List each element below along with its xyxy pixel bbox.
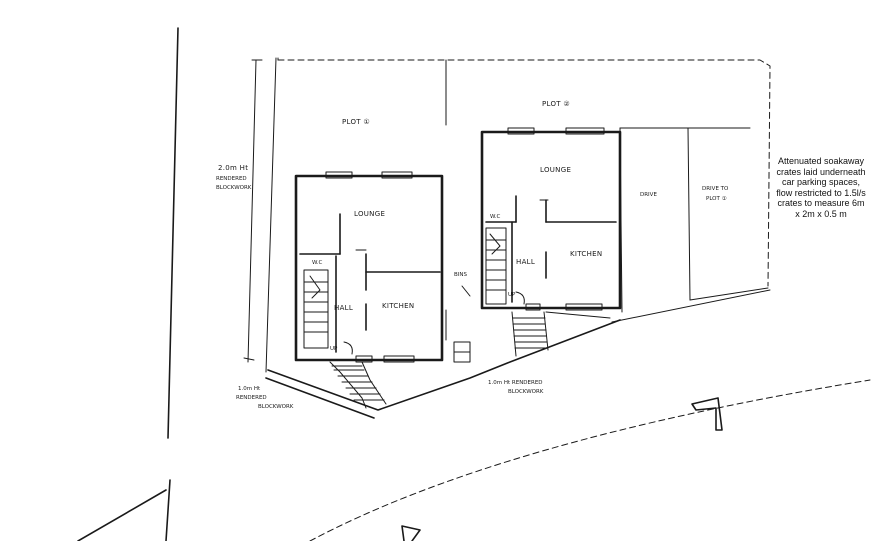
house-plot-2 — [480, 127, 622, 357]
wc-1-label: W.C — [312, 260, 323, 266]
drive-to-plot-1-label-line1: DRIVE TO — [702, 186, 729, 192]
stairs-plot-2 — [485, 227, 507, 305]
note-line: flow restricted to 1.5l/s — [776, 187, 866, 198]
lounge-1-label: LOUNGE — [354, 210, 385, 218]
site-boundary-dashed — [277, 57, 771, 287]
drive-to-plot-1-label-line2: PLOT ① — [706, 196, 727, 202]
lounge-2-label: LOUNGE — [540, 166, 571, 174]
bin-store — [453, 285, 471, 363]
note-line: car parking spaces, — [781, 177, 861, 188]
note-line: crates laid underneath — [776, 166, 866, 177]
plot-1-label: PLOT ① — [342, 118, 370, 126]
kitchen-2-label: KITCHEN — [570, 250, 602, 258]
front-wall-material-label-1: RENDERED — [236, 395, 267, 401]
left-wall-material-label-1: RENDERED — [216, 176, 247, 182]
stairs-plot-1 — [303, 269, 329, 349]
note-line: crates to measure 6m — [777, 198, 865, 209]
plot-2-label: PLOT ② — [542, 100, 570, 108]
up-1-label: UP — [330, 346, 338, 352]
plot-lines — [265, 57, 769, 373]
left-wall-material-label-2: BLOCKWORK — [216, 185, 252, 191]
road-kerb-dashed — [309, 379, 871, 541]
drive-label: DRIVE — [640, 192, 657, 198]
road-edge — [401, 397, 723, 541]
note-line: Attenuated soakaway — [777, 156, 865, 166]
hall-1-label: HALL — [334, 304, 353, 312]
left-wall-height-label: 2.0m Ht — [218, 164, 248, 172]
note-line: x 2m x 0.5 m — [795, 208, 847, 219]
house-plot-1 — [294, 171, 444, 409]
hall-2-label: HALL — [516, 258, 535, 266]
front-wall-height-label: 1.0m Ht — [238, 386, 261, 392]
drawing-labels: PLOT ① PLOT ② LOUNGE LOUNGE W.C W.C HALL… — [216, 100, 729, 410]
mid-wall-label-2: BLOCKWORK — [508, 389, 544, 395]
soakaway-note: Attenuated soakaway crates laid undernea… — [772, 156, 870, 220]
dimension-line — [243, 59, 263, 363]
front-path-plot-2 — [511, 311, 549, 357]
left-boundary-lines — [77, 27, 179, 541]
wc-2-label: W.C — [490, 214, 501, 220]
front-wall-material-label-2: BLOCKWORK — [258, 404, 294, 410]
kitchen-1-label: KITCHEN — [382, 302, 414, 310]
front-path-plot-1 — [329, 361, 387, 409]
up-2-label: UP — [508, 292, 516, 298]
bins-label: BINS — [454, 272, 468, 278]
mid-wall-label-1: 1.0m Ht RENDERED — [488, 380, 543, 386]
